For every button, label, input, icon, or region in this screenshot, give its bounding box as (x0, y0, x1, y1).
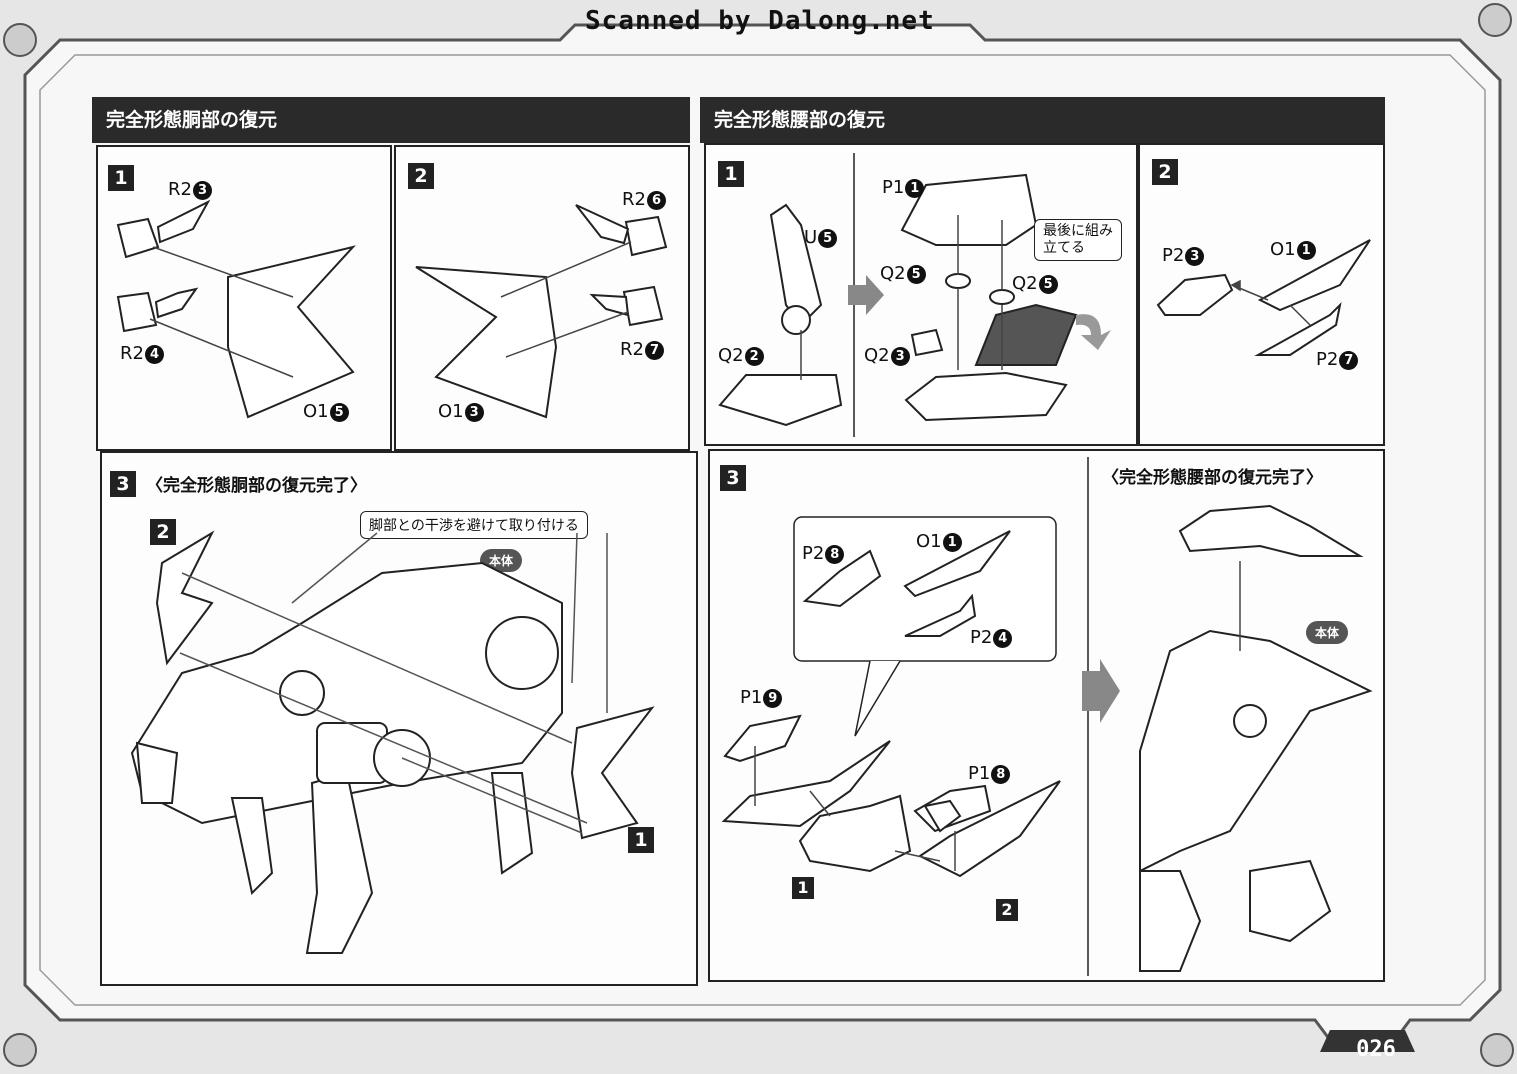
step-number: 1 (718, 161, 744, 187)
waist-step1-panel: 1 最後 (704, 143, 1138, 446)
corner-dial-icon (1480, 1033, 1514, 1067)
corner-dial-icon (3, 23, 37, 57)
sub-part-label: 1 (792, 877, 814, 899)
sub-part-label: 1 (628, 827, 654, 853)
step-number: 3 (720, 465, 746, 491)
complete-title: 〈完全形態腰部の復元完了〉 (1102, 468, 1323, 488)
step-number: 1 (108, 165, 134, 191)
step-number: 3 (110, 471, 136, 497)
page-number: 026 (1356, 1037, 1396, 1062)
torso-step3-panel: 3 〈完全形態胴部の復元完了〉 脚部との干渉を避けて取り付ける 本体 2 1 (100, 451, 698, 986)
torso-step1-art (116, 199, 356, 419)
waist-step3-art (721, 457, 1373, 976)
sub-part-label: 2 (150, 519, 176, 545)
section-header-torso: 完全形態胴部の復元 (92, 97, 690, 143)
assembly-note: 脚部との干渉を避けて取り付ける (360, 511, 588, 539)
step-number: 2 (1152, 159, 1178, 185)
scan-watermark: Scanned by Dalong.net (585, 6, 935, 36)
sub-part-label: 2 (996, 899, 1018, 921)
note-line: 立てる (1043, 240, 1085, 256)
step-number: 2 (408, 163, 434, 189)
main-body-badge: 本体 (1306, 621, 1349, 644)
assembly-note: 最後に組み 立てる (1034, 219, 1122, 261)
corner-dial-icon (1478, 3, 1512, 37)
note-line: 最後に組み (1043, 223, 1113, 239)
corner-dial-icon (3, 1033, 37, 1067)
section-header-waist: 完全形態腰部の復元 (700, 97, 1385, 143)
step3-title: 〈完全形態胴部の復元完了〉 (146, 476, 367, 496)
waist-step2-art (1156, 239, 1371, 356)
torso-step2-art (415, 204, 668, 419)
mech-body-art (130, 530, 655, 954)
waist-step3-panel: 3 (708, 449, 1385, 982)
